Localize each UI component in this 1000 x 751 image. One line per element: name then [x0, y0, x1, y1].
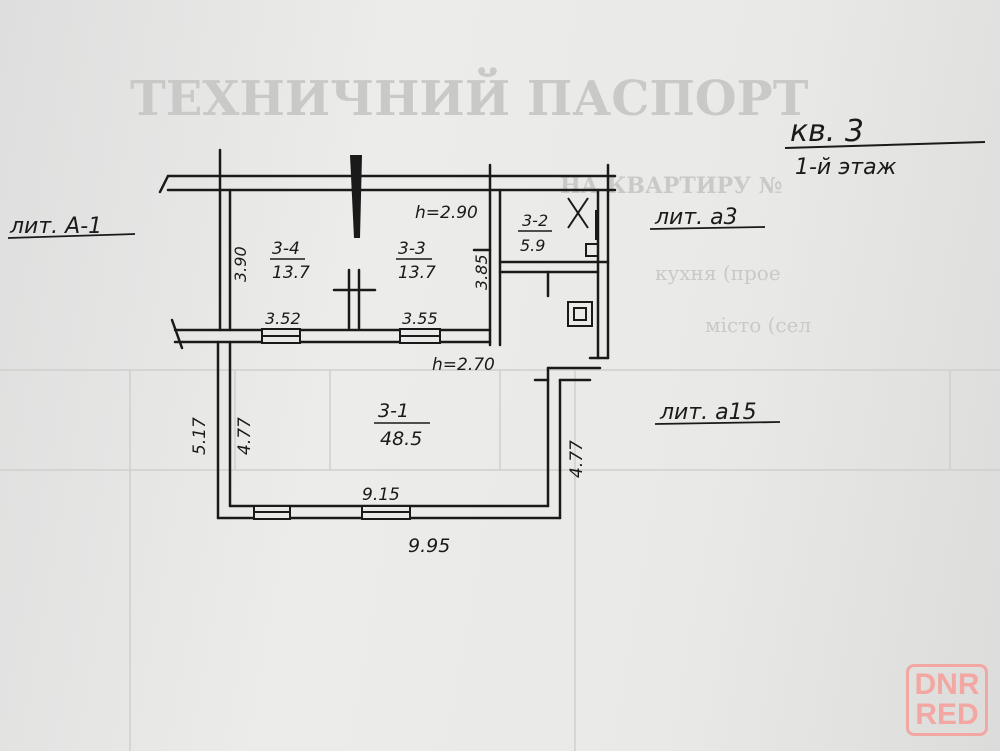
windows	[253, 328, 441, 520]
watermark-logo: DNR RED	[906, 664, 988, 736]
section-right-bottom-underline	[654, 421, 781, 425]
section-label-right-top: лит. а3	[654, 205, 738, 230]
floor-label: 1-й этаж	[795, 155, 897, 180]
dim-room-3-3-width: 3.55	[402, 309, 438, 328]
dim-room-3-3-height: 3.85	[472, 254, 491, 290]
room-3-3-id: 3-3	[398, 239, 426, 259]
dim-main-inner-width: 9.15	[362, 485, 400, 505]
room-3-3-area: 13.7	[398, 263, 436, 283]
room-3-2-area: 5.9	[520, 236, 545, 255]
room-3-1-area: 48.5	[380, 428, 422, 450]
section-right-top-underline	[649, 226, 766, 230]
partition-wall	[350, 155, 362, 238]
ceiling-height-upper: h=2.90	[415, 203, 478, 223]
section-label-right-bottom: лит. а15	[659, 400, 757, 425]
room-3-4-area: 13.7	[272, 263, 310, 283]
bathroom-fixtures	[567, 197, 599, 327]
apartment-number: кв. 3	[790, 114, 864, 149]
dim-room-3-4-height: 3.90	[231, 246, 250, 282]
ghost-title: ТЕХНИЧНИЙ ПАСПОРТ	[130, 66, 809, 127]
ceiling-height-lower: h=2.70	[432, 355, 495, 375]
ghost-line-2: місто (сел	[705, 313, 811, 337]
dim-main-right: 4.77	[567, 440, 587, 478]
room-3-1-id: 3-1	[378, 400, 409, 422]
dim-room-3-4-width: 3.52	[265, 309, 301, 328]
section-left-underline	[7, 233, 136, 239]
dim-main-outer-width: 9.95	[408, 535, 450, 557]
watermark-line-1: DNR	[914, 668, 980, 701]
room-3-4-id: 3-4	[272, 239, 300, 259]
room-3-2-id: 3-2	[522, 211, 548, 230]
ghost-table-lines	[0, 369, 1000, 751]
ghost-line-1: кухня (прое	[655, 261, 781, 285]
dim-main-left-inner: 4.77	[235, 417, 255, 455]
walls	[158, 148, 617, 520]
dim-main-left-outer: 5.17	[190, 417, 210, 455]
watermark-line-2: RED	[915, 698, 979, 731]
header-underline	[784, 141, 986, 149]
